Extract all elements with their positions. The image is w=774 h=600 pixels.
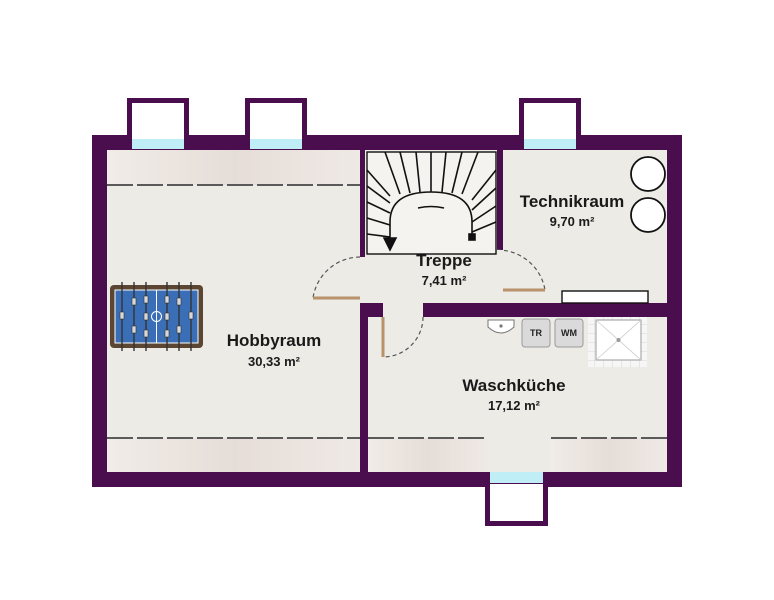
lightwell-hobby-bottom — [107, 438, 360, 472]
room-area: 7,41 m² — [422, 273, 467, 288]
dryer-label: TR — [530, 328, 542, 338]
foosball-table-icon — [110, 282, 203, 351]
window-technikraum — [519, 98, 581, 149]
room-name: Treppe — [416, 251, 472, 270]
room-name: Technikraum — [520, 192, 625, 211]
wall-stairs-wash-right — [423, 303, 503, 317]
heater-panel — [561, 290, 649, 304]
floor-hallway — [383, 303, 423, 319]
room-name: Hobbyraum — [227, 331, 321, 350]
wall-hobby-wash — [360, 303, 368, 473]
lightwell-wash-right — [551, 438, 667, 472]
room-label-treppe: Treppe 7,41 m² — [416, 251, 472, 288]
dryer-appliance: TR — [521, 318, 551, 348]
room-name: Waschküche — [462, 376, 565, 395]
door-swing-icon — [312, 249, 546, 358]
room-label-technikraum: Technikraum 9,70 m² — [520, 192, 625, 229]
wall-tech-wash — [503, 303, 667, 317]
lightwell-hobby-top — [107, 150, 360, 185]
window-hobby-left — [127, 98, 189, 149]
wall-stairs-tech — [497, 150, 503, 250]
boiler-tank-icon — [630, 156, 666, 233]
window-waschkueche — [485, 472, 548, 526]
room-label-waschkueche: Waschküche 17,12 m² — [462, 376, 565, 413]
window-hobby-right — [245, 98, 307, 149]
wall-hobby-stairs — [360, 150, 365, 257]
room-area: 9,70 m² — [550, 214, 595, 229]
lightwell-wash-left — [368, 438, 488, 472]
sink-icon — [487, 319, 515, 334]
wall-stairs-wash-left — [365, 303, 383, 317]
washer-appliance: WM — [554, 318, 584, 348]
room-area: 30,33 m² — [248, 354, 301, 369]
shower-tray-icon — [588, 317, 647, 367]
room-area: 17,12 m² — [488, 398, 541, 413]
staircase-icon — [366, 151, 497, 255]
room-label-hobbyraum: Hobbyraum 30,33 m² — [227, 331, 321, 369]
washer-label: WM — [561, 328, 577, 338]
